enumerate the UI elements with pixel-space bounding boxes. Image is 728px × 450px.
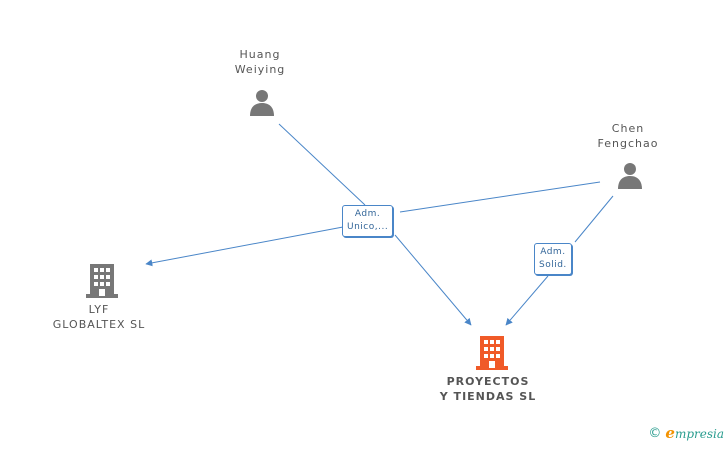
edge-label-adm-unico[interactable]: Adm. Unico,... xyxy=(342,205,394,237)
edge-chen-proyectos xyxy=(506,195,614,325)
node-label-line: Huang xyxy=(239,48,281,61)
building-icon[interactable] xyxy=(86,262,118,298)
edge-label-adm-solid[interactable]: Adm. Solid. xyxy=(534,243,572,275)
node-label-line: Weiying xyxy=(234,63,286,76)
edge-chen-lyf xyxy=(146,181,601,264)
node-label-proyectos[interactable]: PROYECTOS Y TIENDAS SL xyxy=(428,374,548,404)
brand-logo: empresia xyxy=(665,424,724,442)
person-icon[interactable] xyxy=(248,88,276,116)
copyright-symbol: © xyxy=(648,425,662,441)
edge-label-line: Solid. xyxy=(539,260,567,270)
brand-initial: e xyxy=(665,424,675,442)
node-label-lyf[interactable]: LYF GLOBALTEX SL xyxy=(44,302,154,332)
edge-huang-proyectos xyxy=(278,123,471,325)
building-focus-icon[interactable] xyxy=(476,334,508,370)
node-label-chen[interactable]: Chen Fengchao xyxy=(588,121,668,151)
edge-label-line: Adm. xyxy=(354,209,381,219)
node-label-line: Fengchao xyxy=(597,137,659,150)
footer-branding: © empresia xyxy=(648,424,724,442)
edge-label-line: Unico,... xyxy=(347,222,389,232)
node-label-line: PROYECTOS xyxy=(446,375,530,388)
brand-rest: mpresia xyxy=(674,427,724,441)
edge-label-line: Adm. xyxy=(540,247,566,257)
node-label-huang[interactable]: Huang Weiying xyxy=(220,47,300,77)
node-label-line: GLOBALTEX SL xyxy=(52,318,146,331)
person-icon[interactable] xyxy=(616,161,644,189)
node-label-line: Y TIENDAS SL xyxy=(439,390,537,403)
node-label-line: LYF xyxy=(88,303,110,316)
node-label-line: Chen xyxy=(611,122,645,135)
